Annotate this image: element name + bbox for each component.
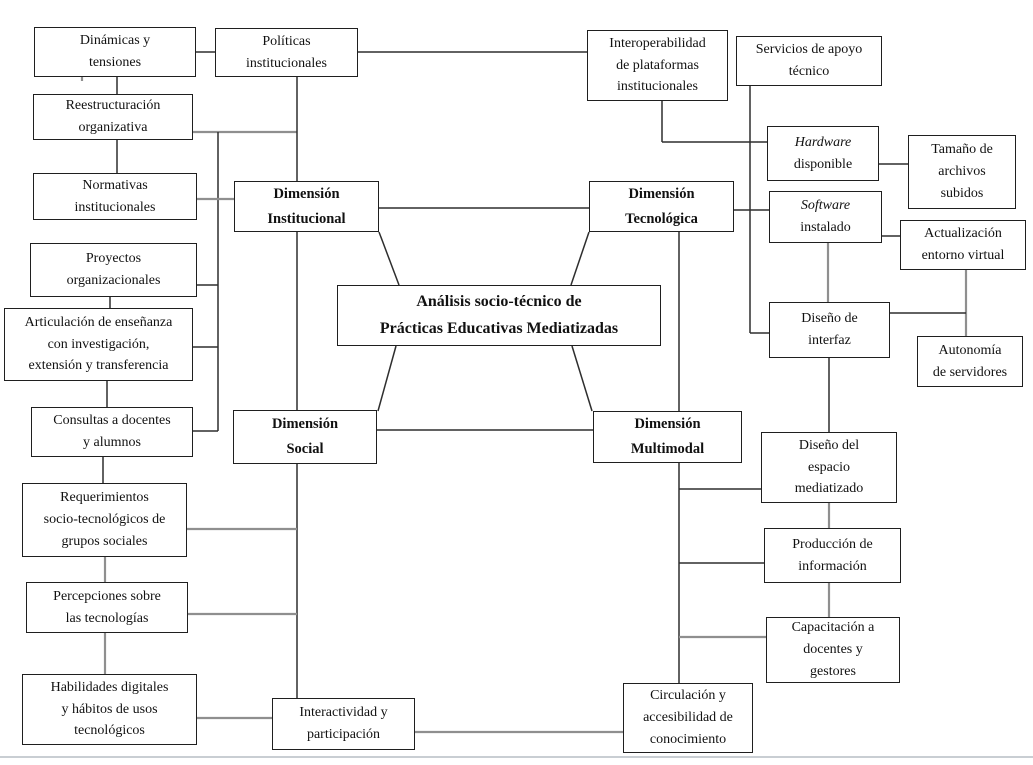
node-proyectos: Proyectos organizacionales bbox=[30, 243, 197, 297]
node-dimension-institucional: Dimensión Institucional bbox=[234, 181, 379, 232]
node-circulacion-label: Circulación y accesibilidad de conocimie… bbox=[643, 688, 733, 747]
node-habilidades-label: Habilidades digitales y hábitos de usos … bbox=[50, 679, 169, 739]
node-capacitacion: Capacitación a docentes y gestores bbox=[766, 617, 900, 683]
node-interoperabilidad-label: Interoperabilidad de plataformas institu… bbox=[609, 35, 706, 95]
node-autonomia: Autonomía de servidores bbox=[917, 336, 1023, 387]
node-requerimientos-label: Requerimientos socio-tecnológicos de gru… bbox=[43, 490, 166, 549]
diagonal-central-tecnologica bbox=[570, 231, 590, 286]
diagonal-central-multimodal bbox=[571, 345, 593, 412]
node-politicas: Políticas institucionales bbox=[215, 28, 358, 77]
node-requerimientos: Requerimientos socio-tecnológicos de gru… bbox=[22, 483, 187, 557]
node-hardware: Hardware disponible bbox=[767, 126, 879, 181]
node-articulacion-label: Articulación de enseñanza con investigac… bbox=[24, 314, 173, 374]
node-circulacion: Circulación y accesibilidad de conocimie… bbox=[623, 683, 753, 753]
node-habilidades: Habilidades digitales y hábitos de usos … bbox=[22, 674, 197, 745]
node-tamano: Tamaño de archivos subidos bbox=[908, 135, 1016, 209]
node-consultas-label: Consultas a docentes y alumnos bbox=[53, 413, 171, 450]
node-diseno-espacio-label: Diseño del espacio mediatizado bbox=[794, 437, 864, 497]
node-interactividad: Interactividad y participación bbox=[272, 698, 415, 750]
node-dimension-multimodal: Dimensión Multimodal bbox=[593, 411, 742, 463]
diagonal-central-social bbox=[377, 345, 397, 412]
node-diseno-interfaz-label: Diseño de interfaz bbox=[801, 311, 858, 348]
node-dimension-institucional-label: Dimensión Institucional bbox=[267, 185, 346, 227]
node-actualizacion: Actualización entorno virtual bbox=[900, 220, 1026, 270]
node-reestructuracion: Reestructuración organizativa bbox=[33, 94, 193, 140]
node-dimension-social-label: Dimensión Social bbox=[271, 416, 339, 457]
node-actualizacion-label: Actualización entorno virtual bbox=[921, 226, 1005, 263]
node-servicios: Servicios de apoyo técnico bbox=[736, 36, 882, 86]
node-proyectos-label: Proyectos organizacionales bbox=[66, 251, 161, 288]
node-dinamicas: Dinámicas y tensiones bbox=[34, 27, 196, 77]
node-dimension-tecnologica: Dimensión Tecnológica bbox=[589, 181, 734, 232]
node-dinamicas-label: Dinámicas y tensiones bbox=[79, 33, 151, 70]
node-consultas: Consultas a docentes y alumnos bbox=[31, 407, 193, 457]
node-reestructuracion-label: Reestructuración organizativa bbox=[65, 98, 161, 135]
node-politicas-label: Políticas institucionales bbox=[246, 33, 327, 71]
node-dimension-multimodal-label: Dimensión Multimodal bbox=[630, 416, 705, 457]
node-produccion-label: Producción de información bbox=[792, 536, 873, 574]
node-percepciones-label: Percepciones sobre las tecnologías bbox=[53, 588, 161, 626]
node-produccion: Producción de información bbox=[764, 528, 901, 583]
node-tamano-label: Tamaño de archivos subidos bbox=[931, 142, 993, 201]
diagonal-central-institucional bbox=[378, 231, 400, 286]
node-dimension-social: Dimensión Social bbox=[233, 410, 377, 464]
node-interoperabilidad: Interoperabilidad de plataformas institu… bbox=[587, 30, 728, 101]
node-capacitacion-label: Capacitación a docentes y gestores bbox=[791, 620, 875, 679]
node-interactividad-label: Interactividad y participación bbox=[299, 705, 388, 742]
node-articulacion: Articulación de enseñanza con investigac… bbox=[4, 308, 193, 381]
node-autonomia-label: Autonomía de servidores bbox=[932, 342, 1008, 380]
node-servicios-label: Servicios de apoyo técnico bbox=[755, 42, 863, 79]
node-normativas-label: Normativas institucionales bbox=[74, 177, 156, 215]
node-software-label-italic: Software bbox=[800, 198, 851, 214]
node-central-analisis: Análisis socio-técnico de Prácticas Educ… bbox=[337, 285, 661, 346]
node-diseno-espacio: Diseño del espacio mediatizado bbox=[761, 432, 897, 503]
node-hardware-label-italic: Hardware bbox=[794, 134, 852, 150]
node-diseno-interfaz: Diseño de interfaz bbox=[769, 302, 890, 358]
node-software: Software instalado bbox=[769, 191, 882, 243]
node-percepciones: Percepciones sobre las tecnologías bbox=[26, 582, 188, 633]
node-software-label: instalado bbox=[800, 220, 851, 235]
node-normativas: Normativas institucionales bbox=[33, 173, 197, 220]
node-hardware-label: disponible bbox=[793, 156, 853, 172]
node-dimension-tecnologica-label: Dimensión Tecnológica bbox=[625, 185, 698, 227]
page-bottom-rule bbox=[0, 756, 1033, 758]
node-central-analisis-label: Análisis socio-técnico de Prácticas Educ… bbox=[379, 293, 619, 337]
